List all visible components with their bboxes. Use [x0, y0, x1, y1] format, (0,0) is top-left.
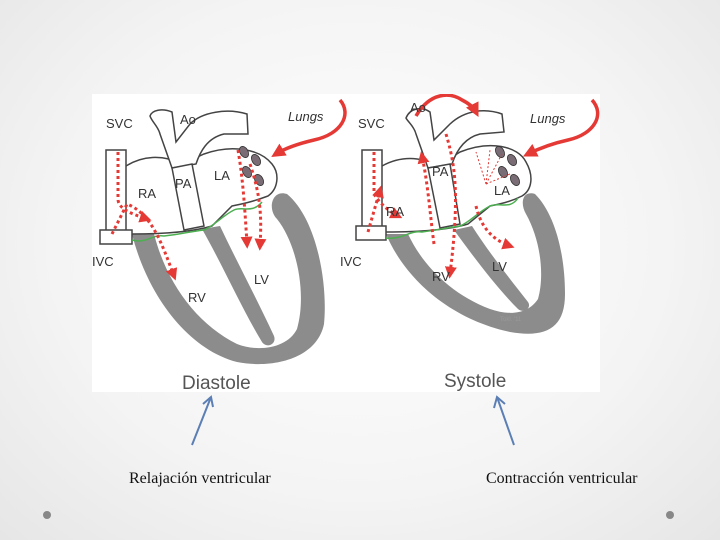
systole-panel: SVC Ao Lungs PA LA RA IVC LV RV Tokl. '1… — [340, 94, 600, 392]
caption-contraccion: Contracción ventricular — [486, 470, 638, 487]
label-ao: Ao — [410, 100, 426, 115]
watermark: Tokl. '11 — [500, 317, 522, 323]
label-ivc: IVC — [340, 254, 362, 269]
systole-aorta-arrow — [414, 94, 479, 118]
systole-valve-line — [385, 197, 519, 239]
diastole-ventricle-wall — [132, 193, 325, 365]
label-pa: PA — [432, 164, 449, 179]
label-rv: RV — [432, 269, 450, 284]
label-lv: LV — [492, 259, 507, 274]
diastole-title: Diastole — [182, 373, 251, 392]
diastole-ivc — [99, 229, 133, 245]
systole-aorta — [405, 107, 505, 169]
label-ra: RA — [138, 186, 156, 201]
systole-title: Systole — [444, 371, 506, 392]
caption-relajacion: Relajación ventricular — [129, 470, 271, 487]
heart-diagram: SVC Ao Lungs PA LA RA IVC LV RV Diastole — [92, 94, 600, 392]
systole-pa — [427, 163, 461, 229]
label-svc: SVC — [358, 116, 385, 131]
systole-ivc — [355, 225, 387, 241]
slide-dot-left — [43, 511, 51, 519]
label-ao: Ao — [180, 112, 196, 127]
label-lungs: Lungs — [530, 111, 566, 126]
diastole-lungs-arrow — [271, 98, 347, 157]
systole-septum — [454, 226, 530, 311]
diastole-aorta — [149, 109, 249, 169]
label-ivc: IVC — [92, 254, 114, 269]
diastole-svc — [105, 149, 127, 235]
systole-lungs-arrow — [522, 98, 600, 157]
pointer-arrow-left — [191, 396, 212, 446]
label-lv: LV — [254, 272, 269, 287]
diastole-septum — [202, 226, 275, 346]
systole-ventricle-wall — [386, 193, 565, 334]
label-svc: SVC — [106, 116, 133, 131]
slide-dot-right — [666, 511, 674, 519]
systole-vein-dots — [495, 146, 520, 186]
label-ra: RA — [386, 204, 404, 219]
diastole-pa — [171, 163, 205, 231]
diastole-flow-arrows — [110, 149, 267, 281]
heart-diagram-svg: SVC Ao Lungs PA LA RA IVC LV RV Diastole — [92, 94, 600, 392]
systole-flow-arrows — [366, 133, 515, 279]
pointer-arrow-right — [496, 396, 515, 446]
systole-svc — [361, 149, 383, 235]
label-lungs: Lungs — [288, 109, 324, 124]
label-rv: RV — [188, 290, 206, 305]
diastole-panel: SVC Ao Lungs PA LA RA IVC LV RV Diastole — [92, 98, 347, 392]
label-la: LA — [214, 168, 230, 183]
label-la: LA — [494, 183, 510, 198]
systole-la-fan — [475, 149, 511, 185]
diastole-valve-line — [131, 201, 263, 242]
label-pa: PA — [175, 176, 192, 191]
